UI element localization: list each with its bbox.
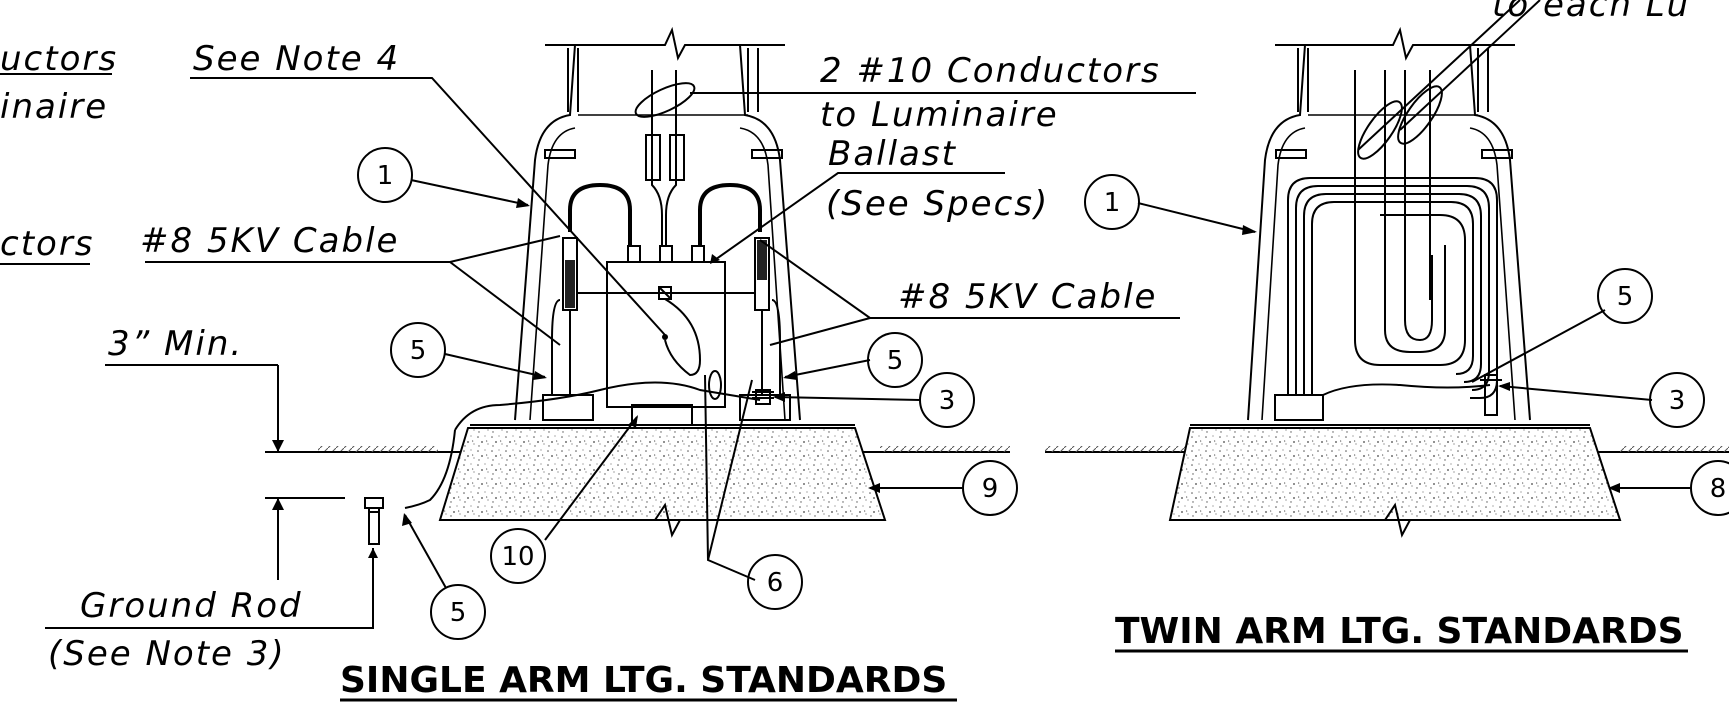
svg-text:3: 3 bbox=[939, 386, 956, 416]
callout-5-right: 5 bbox=[867, 332, 923, 388]
callout-5-bottom: 5 bbox=[430, 584, 486, 640]
svg-text:3: 3 bbox=[1669, 386, 1686, 416]
single-arm-standard bbox=[45, 26, 1010, 629]
label-cable-right: #8 5KV Cable bbox=[898, 277, 1157, 317]
callout-5-twin: 5 bbox=[1597, 268, 1653, 324]
svg-text:5: 5 bbox=[887, 346, 904, 376]
label-see-specs: (See Specs) bbox=[826, 184, 1049, 224]
label-ballast: Ballast bbox=[828, 134, 957, 174]
title-twin-arm: TWIN ARM LTG. STANDARDS bbox=[1115, 611, 1684, 652]
svg-text:10: 10 bbox=[501, 542, 534, 572]
svg-text:9: 9 bbox=[982, 474, 999, 504]
label-conductors-mid-left: ctors bbox=[0, 224, 95, 264]
anchor-base-right bbox=[739, 394, 791, 421]
svg-text:8: 8 bbox=[1710, 474, 1727, 504]
pole-wall-left bbox=[514, 44, 576, 421]
label-see-note-3: (See Note 3) bbox=[48, 634, 286, 674]
ground-rod-clamp bbox=[364, 497, 384, 509]
callout-3-left: 3 bbox=[919, 372, 975, 428]
label-2-10-conductors: 2 #10 Conductors bbox=[820, 51, 1161, 91]
svg-text:5: 5 bbox=[450, 598, 467, 628]
callout-10: 10 bbox=[490, 528, 546, 584]
title-single-arm: SINGLE ARM LTG. STANDARDS bbox=[340, 660, 947, 701]
svg-text:6: 6 bbox=[767, 568, 784, 598]
label-to-luminaire: to Luminaire bbox=[820, 95, 1059, 135]
callout-9: 9 bbox=[962, 460, 1018, 516]
callout-3-twin: 3 bbox=[1649, 372, 1705, 428]
label-3-min: 3” Min. bbox=[108, 324, 243, 364]
callout-1-left: 1 bbox=[357, 147, 413, 203]
svg-text:5: 5 bbox=[410, 336, 427, 366]
twin-arm-standard bbox=[1045, 0, 1729, 538]
callout-8: 8 bbox=[1690, 460, 1729, 516]
label-cable-left: #8 5KV Cable bbox=[140, 221, 399, 261]
svg-text:1: 1 bbox=[1104, 188, 1121, 218]
concrete-footing bbox=[438, 427, 887, 521]
callout-1-twin: 1 bbox=[1084, 174, 1140, 230]
callout-5-left: 5 bbox=[390, 322, 446, 378]
label-see-note-4: See Note 4 bbox=[193, 39, 400, 79]
anchor-base-left bbox=[542, 394, 594, 421]
label-conductors-top-left: uctors bbox=[0, 39, 118, 79]
callout-6: 6 bbox=[747, 554, 803, 610]
break-line-top bbox=[545, 26, 785, 61]
label-ground-rod: Ground Rod bbox=[80, 586, 303, 626]
label-to-each-lu: to each Lu bbox=[1492, 0, 1690, 25]
svg-text:1: 1 bbox=[377, 161, 394, 191]
label-luminaire-top-left: inaire bbox=[0, 87, 108, 127]
ground-rod bbox=[368, 507, 380, 545]
svg-text:5: 5 bbox=[1617, 282, 1634, 312]
